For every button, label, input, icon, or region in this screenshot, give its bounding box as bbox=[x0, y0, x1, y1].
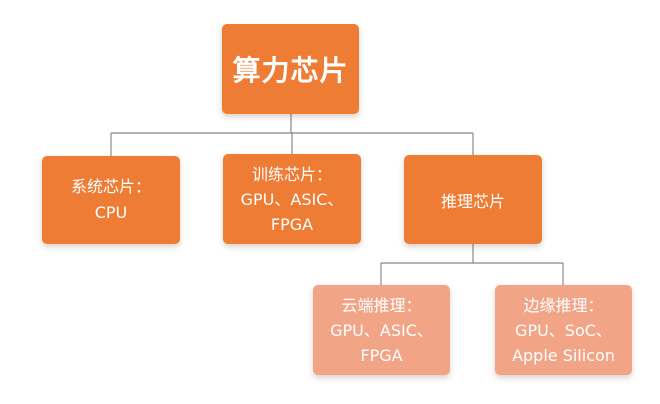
node-cloud-detail-2: FPGA bbox=[360, 345, 403, 365]
node-training-chip: 训练芯片： GPU、ASIC、 FPGA bbox=[223, 154, 361, 244]
node-edge-detail-2: Apple Silicon bbox=[512, 345, 615, 365]
node-edge-detail-1: GPU、SoC、 bbox=[515, 320, 612, 340]
root-node-compute-chip: 算力芯片 bbox=[222, 24, 359, 114]
node-system-title: 系统芯片： bbox=[70, 177, 151, 196]
node-edge-inference: 边缘推理： GPU、SoC、 Apple Silicon bbox=[495, 285, 632, 375]
node-training-detail-2: FPGA bbox=[270, 214, 314, 234]
node-cloud-inference: 云端推理： GPU、ASIC、 FPGA bbox=[313, 285, 450, 375]
node-cloud-detail-1: GPU、ASIC、 bbox=[330, 320, 433, 340]
node-cloud-title: 云端推理： bbox=[341, 295, 422, 315]
node-training-title: 训练芯片： bbox=[251, 164, 332, 184]
node-edge-title: 边缘推理： bbox=[523, 295, 604, 315]
node-inference-chip: 推理芯片 bbox=[404, 155, 542, 244]
root-node-label: 算力芯片 bbox=[232, 54, 349, 87]
node-inference-title: 推理芯片 bbox=[440, 191, 505, 211]
node-system-detail: CPU bbox=[94, 203, 128, 222]
node-training-detail-1: GPU、ASIC、 bbox=[240, 189, 344, 209]
node-system-chip: 系统芯片： CPU bbox=[42, 156, 180, 244]
